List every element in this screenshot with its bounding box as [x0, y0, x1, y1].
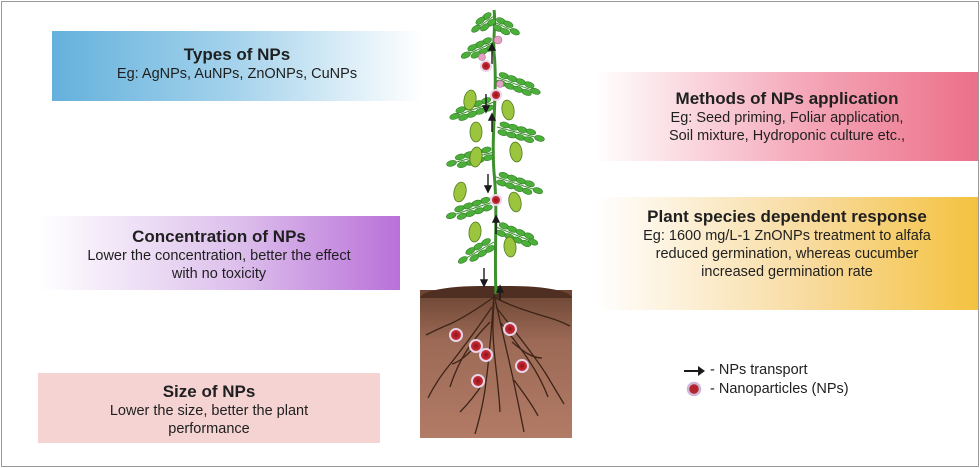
species-response-box: Plant species dependent response Eg: 160… [595, 197, 978, 310]
size-body: Lower the size, better the plant perform… [109, 403, 309, 437]
stem [491, 9, 498, 295]
methods-body: Eg: Seed priming, Foliar application, So… [668, 110, 906, 144]
types-of-nps-box: Types of NPs Eg: AgNPs, AuNPs, ZnONPs, C… [52, 31, 422, 101]
concentration-box: Concentration of NPs Lower the concentra… [38, 216, 400, 290]
legend-transport-label: - NPs transport [710, 361, 808, 378]
size-title: Size of NPs [162, 382, 256, 401]
legend-transport: - NPs transport [682, 360, 849, 379]
species-body: Eg: 1600 mg/L-1 ZnONPs treatment to alfa… [643, 228, 931, 280]
legend-nanoparticles: - Nanoparticles (NPs) [682, 379, 849, 398]
arrow-icon [684, 365, 705, 376]
types-body: Eg: AgNPs, AuNPs, ZnONPs, CuNPs [116, 66, 358, 82]
plant-icon [425, 9, 571, 435]
nanoparticle-icon [686, 381, 702, 396]
flowers [478, 35, 504, 88]
concentration-title: Concentration of NPs [132, 227, 306, 246]
legend: - NPs transport - Nanoparticles (NPs) [682, 360, 849, 398]
types-title: Types of NPs [183, 45, 291, 64]
pods [453, 89, 523, 258]
methods-box: Methods of NPs application Eg: Seed prim… [595, 72, 978, 161]
size-box: Size of NPs Lower the size, better the p… [38, 373, 380, 443]
concentration-body: Lower the concentration, better the effe… [87, 248, 351, 282]
nanoparticles [449, 60, 529, 388]
transport-arrows [479, 42, 505, 300]
methods-title: Methods of NPs application [675, 89, 899, 108]
species-title: Plant species dependent response [647, 207, 927, 226]
roots [425, 293, 571, 435]
legend-nanoparticles-label: - Nanoparticles (NPs) [710, 380, 849, 397]
